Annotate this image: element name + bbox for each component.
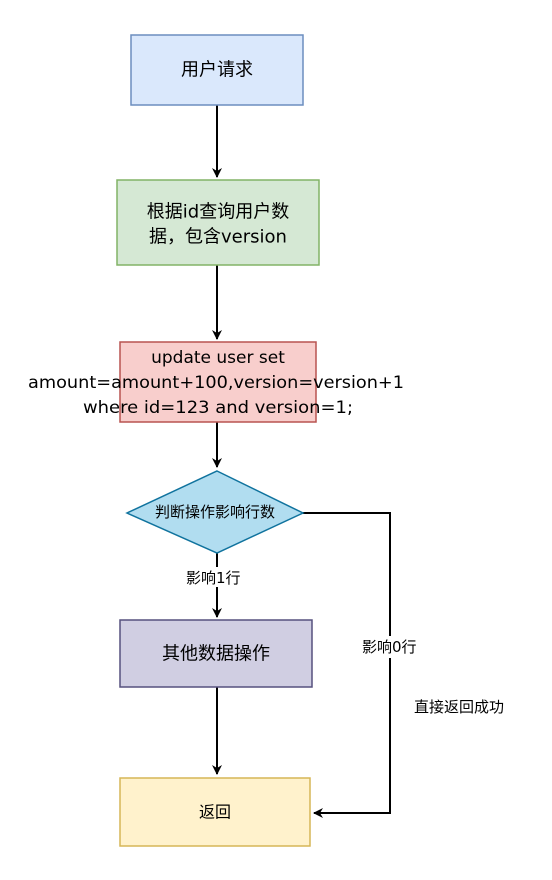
check-rows-label: 判断操作影响行数 (155, 503, 275, 521)
query-user-line-1: 根据id查询用户数 (147, 202, 289, 223)
query-user-node (116, 179, 320, 266)
update-sql-line-1: update user set (151, 348, 285, 368)
update-sql-node (119, 341, 317, 423)
edge-label-bg-zero-row (358, 636, 428, 658)
edge-label-bg-one-row (184, 567, 250, 587)
other-ops-label: 其他数据操作 (162, 644, 270, 665)
edge-label-zero-row: 影响0行 (362, 638, 417, 656)
check-rows-decision-node (125, 470, 305, 554)
update-sql-line-2: amount=amount+100,version=version+1 (28, 373, 404, 393)
user-request-label: 用户请求 (181, 60, 253, 81)
query-user-line-2: 据，包含version (149, 227, 287, 248)
other-ops-node (119, 619, 313, 688)
arrow-check-to-return (303, 512, 391, 818)
return-node (119, 777, 311, 847)
return-label: 返回 (199, 803, 231, 822)
user-request-node (130, 34, 304, 106)
update-sql-line-3: where id=123 and version=1; (83, 398, 353, 418)
edge-label-return-success: 直接返回成功 (414, 698, 504, 716)
edge-label-one-row: 影响1行 (186, 569, 241, 587)
